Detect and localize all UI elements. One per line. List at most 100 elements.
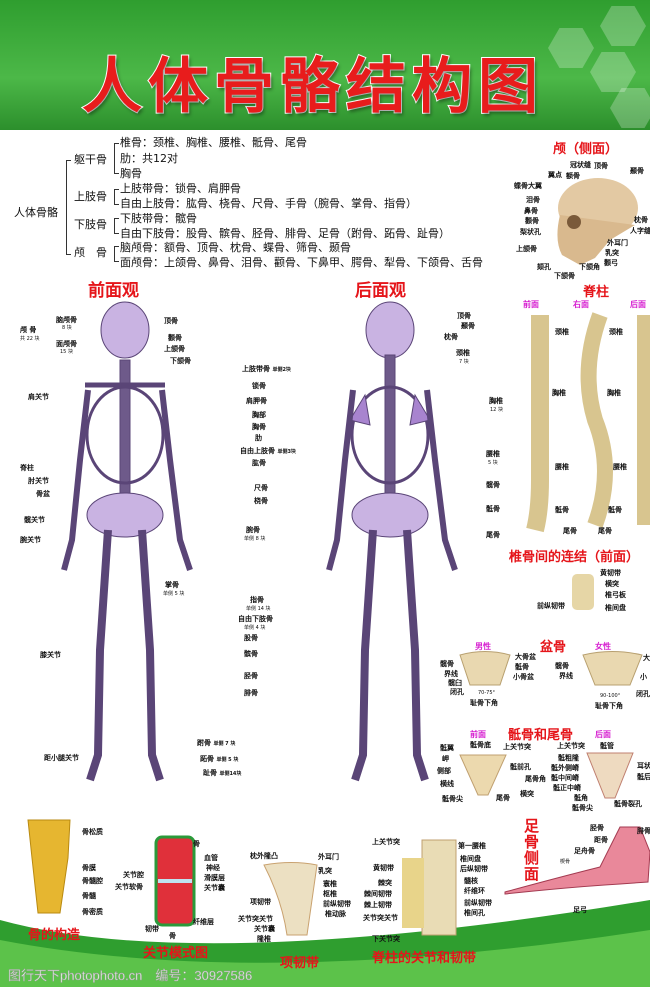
bone-label: 尺骨 [254,484,268,492]
joint-label: 关节软骨 [115,883,143,891]
spine-view-label: 后面 [630,300,646,309]
bone-label: 髌骨 [244,650,258,658]
ligament-label: 横突 [605,580,619,588]
bone-label: 上肢带骨 [242,365,270,373]
sacrum-title: 骶骨和尾骨 [508,728,574,743]
bone-label: 肋 [255,434,262,442]
pelvis-label: 小骨盆 [513,673,534,681]
hexagon-decoration [548,28,594,68]
watermark: 图行天下photophoto.cn 编号：30927586 [8,968,253,983]
bone-label: 腓骨 [244,689,258,697]
bone-structure-label: 骨松质 [82,828,103,836]
nuchal-ligament-title: 项韧带 [280,956,320,971]
nuchal-ligament-illustration [263,862,318,936]
joint-label: 关节囊 [204,884,225,892]
sacrum-label: 横突 [520,790,534,798]
spine-joint-label: 黄韧带 [373,864,394,872]
tree-leaf: 胸骨 [120,167,142,180]
bone-label: 颧骨 [168,334,182,342]
front-skeleton-illustration [61,301,193,782]
nuchal-label: 关节囊 [254,925,275,933]
tree-leaf: 脑颅骨：额骨、顶骨、枕骨、蝶骨、筛骨、颞骨 [120,241,351,254]
tree-branch: 下肢骨 [74,218,107,231]
sacrum-label: 骶骨底 [470,741,491,749]
tree-branch: 上肢骨 [74,190,107,203]
nuchal-label: 寰椎 [323,880,337,888]
bone-label: 桡骨 [254,497,268,505]
nuchal-label: 枢椎 [323,890,337,898]
tree-leaf: 面颅骨：上颌骨、鼻骨、泪骨、颧骨、下鼻甲、腭骨、犁骨、下颌骨、舌骨 [120,256,483,269]
sacrum-front-label: 前面 [470,730,486,739]
skull-label: 冠状缝 [570,161,591,169]
front-view-title: 前面观 [88,281,139,301]
spine-joint-label: 前纵韧带 [464,899,492,907]
back-view-title: 后面观 [355,281,406,301]
hexagon-decoration [610,88,650,128]
pelvis-male-label: 男性 [475,642,491,651]
bone-label: 颈椎 [456,349,470,357]
bone-label: 顶骨 [457,312,471,320]
pelvis-title: 盆骨 [540,640,567,655]
joint-model-title: 关节模式图 [143,946,209,961]
pelvis-label: 闭孔 [450,688,464,696]
nuchal-label: 乳突 [318,867,332,875]
skull-label: 额骨 [566,172,580,180]
bone-count: 单侧 5 块 [216,757,239,763]
header-banner: 人体骨骼结构图 [0,0,650,130]
sacrum-label: 骶骨尖 [572,804,593,812]
bone-label: 指骨 [250,596,264,604]
pelvis-label: 髋臼 [448,679,462,687]
skull-label: 泪骨 [526,196,540,204]
joint-label: 纤维层 [193,918,214,926]
sacrum-label: 横线 [440,780,454,788]
bone-label: 掌骨 [165,581,179,589]
bone-count: 15 块 [60,349,73,355]
bone-count: 单侧 5 块 [163,591,185,597]
pelvis-female-label: 女性 [595,642,611,651]
ligament-label: 黄韧带 [600,569,621,577]
bone-count: 单侧 14 块 [246,606,271,612]
skull-label: 鼻骨 [524,207,538,215]
sacrum-label: 岬 [442,755,449,763]
pelvis-label: 骶骨 [515,663,529,671]
spine-label: 尾骨 [563,527,577,535]
ligament-label: 前纵韧带 [537,602,565,610]
skull-label: 蝶骨大翼 [514,182,542,190]
spine-joint-label: 后纵韧带 [460,865,488,873]
joint-label: 神经 [206,864,220,872]
bone-structure-illustration [27,819,71,914]
bone-label: 胸椎 [489,397,503,405]
sacrum-label: 骶后 [637,773,650,781]
skull-label: 颞骨 [630,167,644,175]
tree-bracket [114,218,119,234]
sacrum-label: 骶中间嵴 [551,774,579,782]
pelvis-label: 耻骨下角 [595,702,623,710]
skull-label: 乳突 [605,249,619,257]
joint-label: 骨 [193,840,200,848]
bone-label: 骶骨 [486,505,500,513]
pelvis-label: 闭孔 [636,690,650,698]
bone-count: 8 块 [62,325,72,331]
sacrum-front-illustration [459,754,507,796]
joint-label: 距小腿关节 [44,754,79,762]
joint-label: 血管 [204,854,218,862]
sacrum-label: 骶翼 [440,744,454,752]
ligament-label: 椎间盘 [605,604,626,612]
bone-label: 股骨 [244,634,258,642]
bone-count: 单侧 7 块 [213,741,236,747]
sacrum-back-illustration [586,752,634,799]
female-pelvis-illustration [582,651,643,686]
skull-label: 人字缝 [630,227,650,235]
spine-label: 骶骨 [608,506,622,514]
joint-label: 关节腔 [123,871,144,879]
sacrum-label: 尾骨角 [525,775,546,783]
bone-label: 脑颅骨 [56,316,77,324]
spine-view-label: 右面 [573,300,589,309]
sacrum-label: 上关节突 [503,743,531,751]
tree-leaf: 自由上肢骨：肱骨、桡骨、尺骨、手骨（腕骨、掌骨、指骨） [120,197,417,210]
bone-label: 腰椎 [486,450,500,458]
spine-illustration [526,312,650,533]
foot-label: 胫骨 [590,824,604,832]
vertebral-joint-title: 椎骨间的连结（前面） [509,550,640,565]
skull-label: 顶骨 [594,162,608,170]
